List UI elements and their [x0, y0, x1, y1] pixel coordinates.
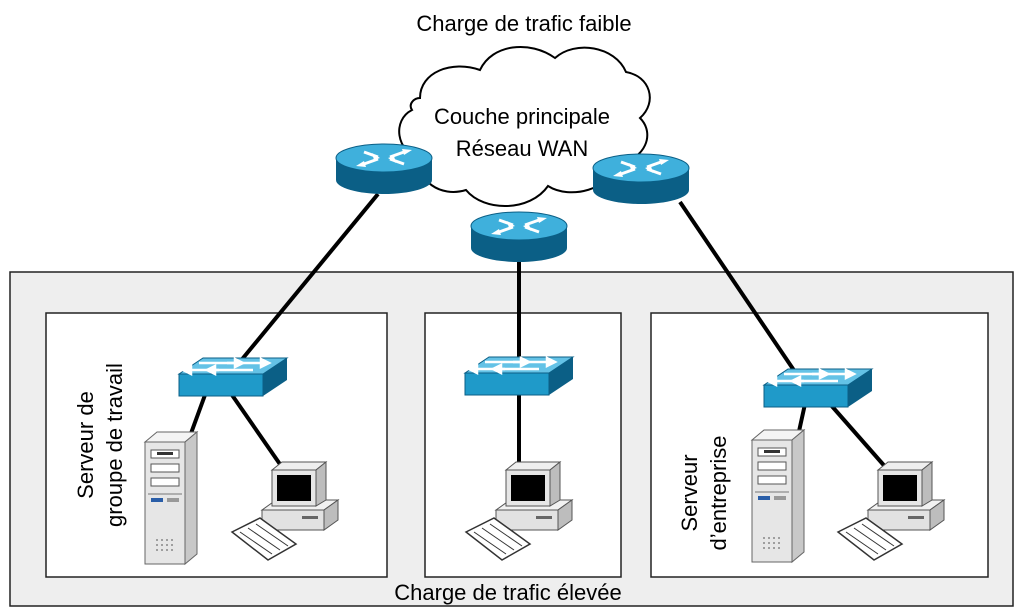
link-switch-left-workstation	[230, 393, 286, 472]
wan-label: Réseau WAN	[456, 136, 588, 161]
switch-icon	[463, 355, 575, 397]
link-router-left-switch-left	[223, 192, 380, 382]
enterprise-server-label-line1: Serveur	[677, 454, 702, 531]
server-icon	[144, 431, 198, 565]
bottom-traffic-label: Charge de trafic élevée	[394, 580, 621, 605]
switch-icon	[762, 367, 874, 409]
enterprise-panel	[650, 312, 989, 578]
switch-icon	[177, 356, 289, 398]
middle-panel	[424, 312, 622, 578]
core-layer-label: Couche principale	[434, 104, 610, 129]
server-icon	[751, 429, 805, 563]
enterprise-server-label-line2: d’entreprise	[706, 436, 731, 551]
top-traffic-label: Charge de trafic faible	[416, 11, 631, 36]
router-icon	[334, 142, 434, 196]
link-switch-right-workstation	[828, 402, 890, 472]
link-router-right-switch-right	[678, 200, 812, 396]
workgroup-server-label-line2: groupe de travail	[102, 363, 127, 527]
router-icon	[469, 210, 569, 264]
router-icon	[591, 152, 691, 206]
workgroup-panel	[45, 312, 388, 578]
workgroup-server-label-line1: Serveur de	[73, 391, 98, 499]
